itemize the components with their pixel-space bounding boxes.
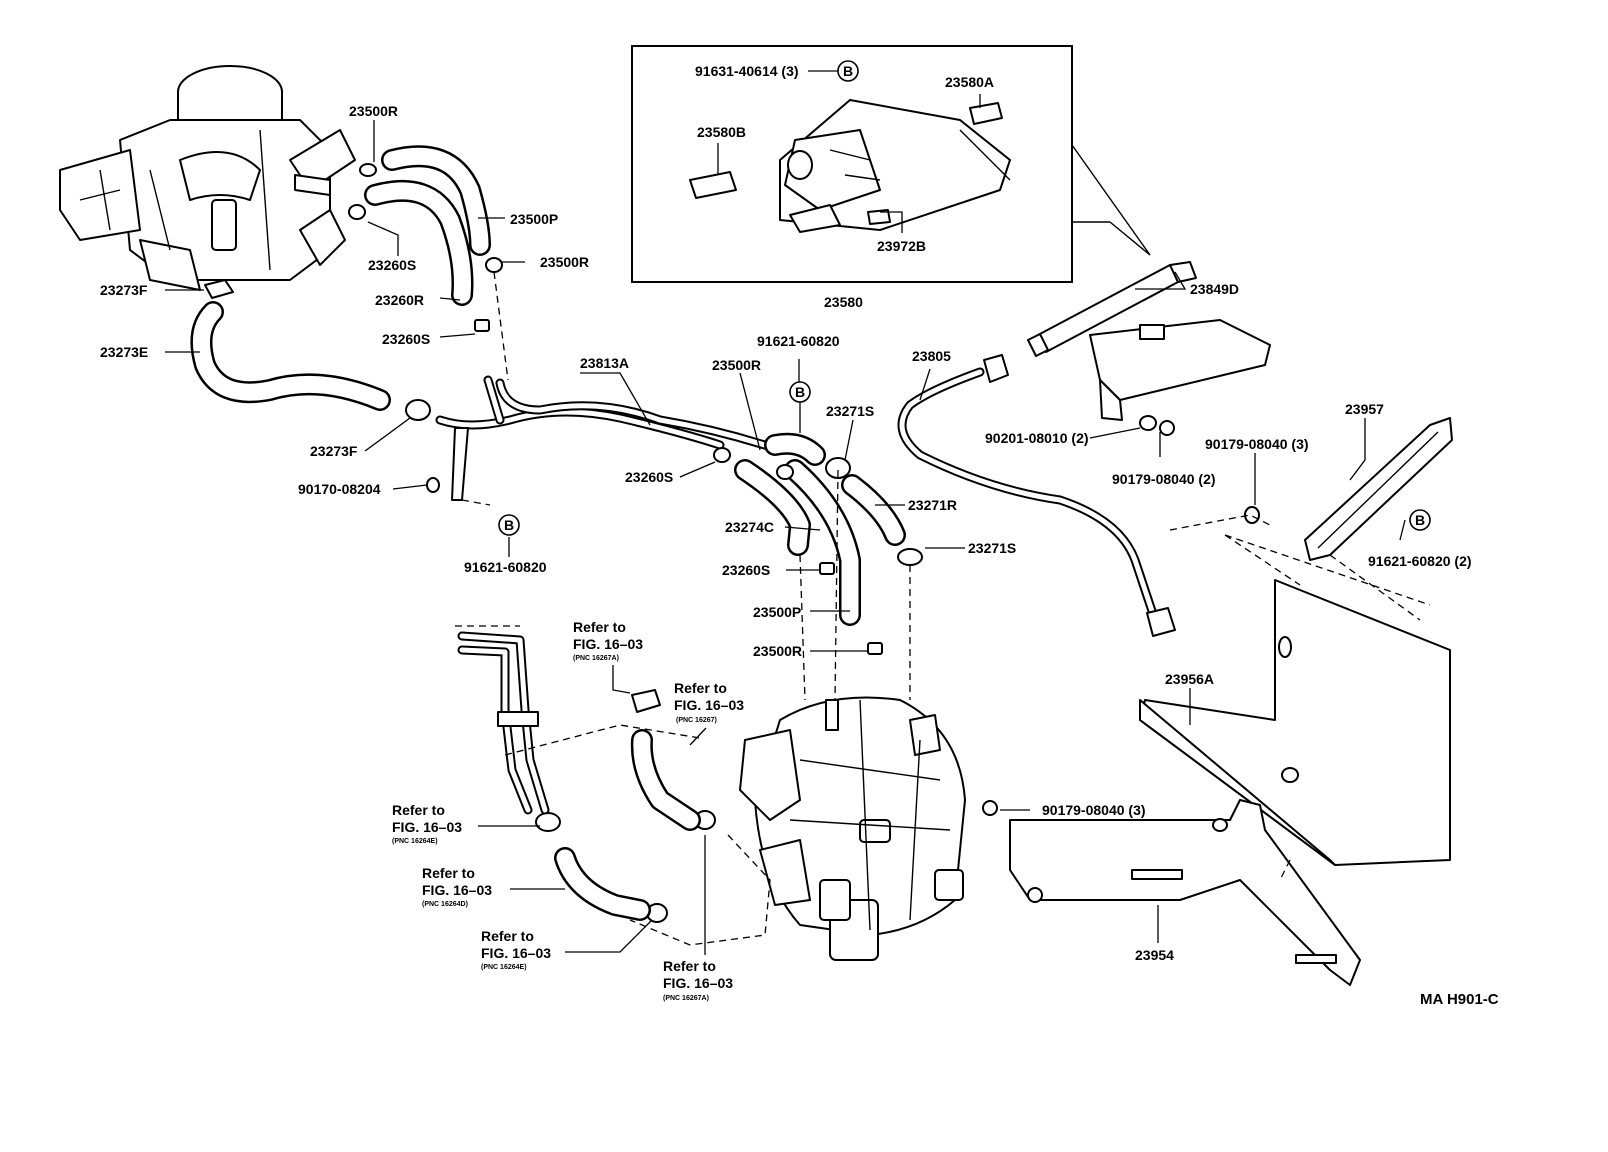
svg-text:Refer to: Refer to — [422, 865, 475, 881]
svg-text:B: B — [504, 517, 514, 533]
svg-text:B: B — [1415, 512, 1425, 528]
svg-text:Refer to: Refer to — [481, 928, 534, 944]
label-23580A: 23580A — [945, 74, 994, 90]
label-23954: 23954 — [1135, 947, 1174, 963]
short-hose-center — [764, 432, 826, 466]
label-23956A: 23956A — [1165, 671, 1214, 687]
bolt-marker-b-box: B — [837, 60, 859, 82]
svg-text:Refer to: Refer to — [663, 958, 716, 974]
label-91631-40614: 91631-40614 (3) — [695, 63, 799, 79]
label-23849D: 23849D — [1190, 281, 1239, 297]
label-23500P-top: 23500P — [510, 211, 558, 227]
label-23500P-lower: 23500P — [753, 604, 801, 620]
bolt-marker-b-center: B — [789, 381, 811, 403]
label-23580B: 23580B — [697, 124, 746, 140]
svg-text:Refer to: Refer to — [573, 619, 626, 635]
svg-text:(PNC 16267A): (PNC 16267A) — [573, 655, 619, 662]
bracket-23957 — [1244, 417, 1453, 561]
damper-23849D — [1027, 261, 1271, 436]
label-23271S-top: 23271S — [826, 403, 874, 419]
lower-hoses — [457, 631, 701, 921]
svg-text:(PNC 16264E): (PNC 16264E) — [392, 838, 438, 845]
svg-text:FIG. 16–03: FIG. 16–03 — [422, 882, 492, 898]
throttle-body-illustration — [59, 65, 356, 291]
label-91621-60820-left: 91621-60820 — [464, 559, 547, 575]
part-labels: 23500R 23500P 23500R 23260S 23260R 23260… — [100, 63, 1472, 963]
svg-text:B: B — [843, 63, 853, 79]
shield-23956A — [1139, 579, 1451, 866]
hose-23500P-upper — [381, 145, 491, 256]
hose-23273E — [190, 301, 391, 411]
ref-callout-4: Refer to FIG. 16–03 (PNC 16264D) — [422, 865, 492, 908]
svg-text:FIG. 16–03: FIG. 16–03 — [663, 975, 733, 991]
label-90201-08010: 90201-08010 (2) — [985, 430, 1089, 446]
svg-text:(PNC 16264D): (PNC 16264D) — [422, 901, 468, 908]
svg-text:FIG. 16–03: FIG. 16–03 — [573, 636, 643, 652]
label-23260S-center: 23260S — [625, 469, 673, 485]
bracket-90170 — [451, 427, 469, 501]
svg-text:FIG. 16–03: FIG. 16–03 — [674, 697, 744, 713]
label-23500R-top: 23500R — [349, 103, 398, 119]
label-23260S-lower: 23260S — [722, 562, 770, 578]
tube-23813A — [435, 375, 785, 455]
bolt-marker-b-right: B — [1409, 509, 1431, 531]
hose-23271R — [841, 474, 906, 546]
hose-clamps — [204, 163, 923, 923]
label-23500R-mid: 23500R — [540, 254, 589, 270]
label-90179-08040-lower: 90179-08040 (3) — [1042, 802, 1146, 818]
label-90179-08040-mid: 90179-08040 (2) — [1112, 471, 1216, 487]
vsv-assembly-box — [631, 45, 1151, 283]
label-23813A: 23813A — [580, 355, 629, 371]
label-23957: 23957 — [1345, 401, 1384, 417]
label-23271R: 23271R — [908, 497, 957, 513]
ref-callout-1: Refer to FIG. 16–03 (PNC 16267A) — [573, 619, 643, 662]
ref-callout-6: Refer to FIG. 16–03 (PNC 16267A) — [663, 958, 733, 1002]
svg-text:Refer to: Refer to — [392, 802, 445, 818]
ref-callout-3: Refer to FIG. 16–03 (PNC 16264E) — [392, 802, 462, 845]
svg-text:(PNC 16267): (PNC 16267) — [676, 717, 717, 724]
svg-text:(PNC 16267A): (PNC 16267A) — [663, 995, 709, 1002]
label-23271S-bottom: 23271S — [968, 540, 1016, 556]
hose-23500P-lower — [784, 459, 861, 626]
label-23580: 23580 — [824, 294, 863, 310]
label-23500R-center: 23500R — [712, 357, 761, 373]
hose-23274C — [734, 459, 811, 556]
throttle-housing-illustration — [739, 696, 966, 961]
label-23273F-bottom: 23273F — [310, 443, 358, 459]
svg-text:B: B — [795, 384, 805, 400]
hose-23260R — [364, 179, 474, 306]
bracket-23954 — [982, 799, 1361, 986]
pipe-23805 — [897, 354, 1176, 637]
svg-text:(PNC 16264E): (PNC 16264E) — [481, 964, 527, 971]
svg-text:Refer to: Refer to — [674, 680, 727, 696]
label-23273F-top: 23273F — [100, 282, 148, 298]
svg-text:FIG. 16–03: FIG. 16–03 — [392, 819, 462, 835]
label-90170-08204: 90170-08204 — [298, 481, 381, 497]
label-91621-60820-center: 91621-60820 — [757, 333, 840, 349]
label-23500R-lower: 23500R — [753, 643, 802, 659]
label-23805: 23805 — [912, 348, 951, 364]
label-23274C: 23274C — [725, 519, 774, 535]
ref-callout-2: Refer to FIG. 16–03 (PNC 16267) — [674, 680, 744, 724]
label-23273E: 23273E — [100, 344, 148, 360]
leader-lines — [165, 70, 1406, 955]
diagram-code: MA H901-C — [1420, 991, 1499, 1008]
bolt-marker-b-left: B — [498, 514, 520, 536]
label-23260S-top: 23260S — [368, 257, 416, 273]
label-91621-60820-right: 91621-60820 (2) — [1368, 553, 1472, 569]
label-23972B: 23972B — [877, 238, 926, 254]
dashed-connectors — [455, 271, 1431, 946]
label-90179-08040-right: 90179-08040 (3) — [1205, 436, 1309, 452]
label-23260R: 23260R — [375, 292, 424, 308]
label-23260S-mid: 23260S — [382, 331, 430, 347]
svg-text:FIG. 16–03: FIG. 16–03 — [481, 945, 551, 961]
ref-callout-5: Refer to FIG. 16–03 (PNC 16264E) — [481, 928, 551, 971]
